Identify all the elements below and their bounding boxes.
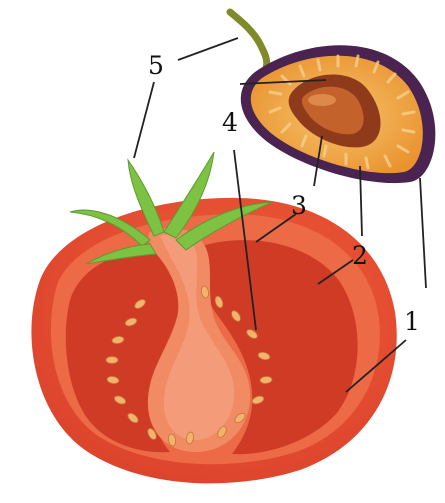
- label-5: 5: [148, 51, 164, 80]
- label-1: 1: [404, 307, 420, 336]
- label-2: 2: [352, 241, 368, 270]
- leader-line-5-plum-stem: [178, 38, 238, 60]
- tomato-illustration: [31, 152, 396, 483]
- label-3: 3: [291, 191, 307, 220]
- plum-illustration: [230, 12, 435, 183]
- label-4: 4: [222, 108, 238, 137]
- plum-stem: [230, 12, 267, 68]
- leader-line-1-plum: [420, 178, 426, 288]
- leader-line-5-tomato: [134, 82, 154, 158]
